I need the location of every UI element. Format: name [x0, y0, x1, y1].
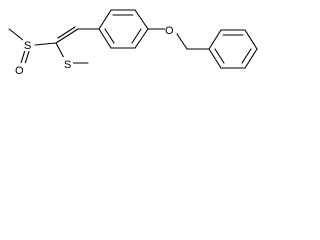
bond-alkene-1	[55, 28, 79, 44]
bond-oxygen-methylene	[176, 33, 188, 50]
bond-alkene-2	[57, 26, 76, 39]
atom-label-thioether-sulfur: S	[64, 59, 71, 71]
atom-label-sulfoxide-oxygen: O	[15, 65, 24, 77]
atom-label-layer: S O S O	[15, 23, 176, 77]
benzene-ring-1	[98, 9, 149, 49]
atom-label-ether-oxygen: O	[165, 25, 174, 37]
bond-sulfoxide-vinyl	[34, 42, 57, 46]
bond-methyl-sulfoxide	[8, 28, 24, 41]
chemical-structure-diagram: S O S O	[8, 9, 258, 77]
bond-layer	[8, 9, 258, 69]
bond-vinyl-thioether	[55, 42, 65, 59]
benzene-ring-2	[208, 29, 258, 69]
atom-label-sulfoxide-sulfur: S	[24, 40, 31, 52]
